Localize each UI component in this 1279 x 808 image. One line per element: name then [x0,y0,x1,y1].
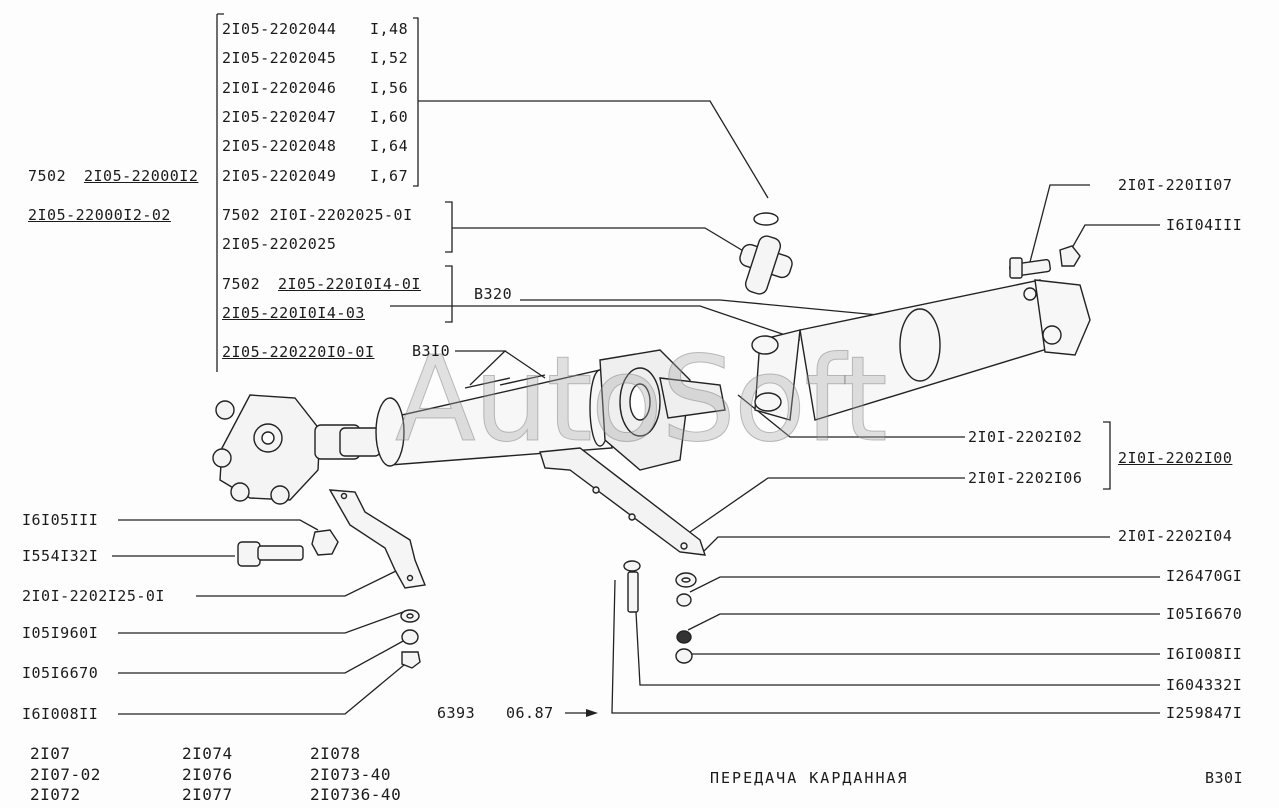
group1-line2: 2I05-2202025 [222,235,337,253]
label-I26470GI: I26470GI [1166,567,1243,585]
label-I604332I: I604332I [1166,676,1243,694]
label-2I0I-2202I04: 2I0I-2202I04 [1118,527,1233,545]
size-row-2-value: I,52 [370,49,409,67]
model-2-2: 2I076 [182,765,233,784]
label-I6I008II-left: I6I008II [22,705,99,723]
size-row-5-value: I,64 [370,137,409,155]
label-I554I32I: I554I32I [22,547,99,565]
watermark: AutoSoft [395,330,889,469]
group1-line1: 7502 2I0I-2202025-0I [222,206,413,224]
model-3-3: 2I0736-40 [310,785,402,804]
drawing-code: 6393 [437,704,476,722]
group2-prefix: 7502 [222,275,261,293]
model-3-1: 2I078 [310,744,361,763]
model-2-1: 2I074 [182,744,233,763]
label-I6I05III: I6I05III [22,511,99,529]
size-row-3-part: 2I0I-2202046 [222,79,337,97]
group3-line1: 2I05-220220I0-0I [222,343,375,361]
label-2I0I-220II07: 2I0I-220II07 [1118,176,1233,194]
model-3-2: 2I073-40 [310,765,392,784]
assembly-code-alt: 2I05-22000I2-02 [28,206,171,224]
model-1-1: 2I07 [30,744,71,763]
size-row-1-value: I,48 [370,20,409,38]
size-row-6-part: 2I05-2202049 [222,167,337,185]
label-2I0I-2202I25-0I: 2I0I-2202I25-0I [22,587,165,605]
size-row-1-part: 2I05-2202044 [222,20,337,38]
label-I6I04III: I6I04III [1166,216,1243,234]
size-row-4-value: I,60 [370,108,409,126]
assembly-prefix: 7502 [28,167,67,185]
label-I05I6670-right: I05I6670 [1166,605,1243,623]
size-row-4-part: 2I05-2202047 [222,108,337,126]
label-2I0I-2202I00: 2I0I-2202I00 [1118,449,1233,467]
label-I6I008II-right: I6I008II [1166,645,1243,663]
label-2I0I-2202I06: 2I0I-2202I06 [968,469,1083,487]
size-row-5-part: 2I05-2202048 [222,137,337,155]
assembly-code: 2I05-22000I2 [84,167,199,185]
model-1-2: 2I07-02 [30,765,101,784]
label-I05I960I: I05I960I [22,624,99,642]
model-2-3: 2I077 [182,785,233,804]
size-row-2-part: 2I05-2202045 [222,49,337,67]
group2-line2: 2I05-220I0I4-03 [222,304,365,322]
label-I05I6670-left: I05I6670 [22,664,99,682]
diagram-title: ПЕРЕДАЧА КАРДАННАЯ [710,769,909,787]
label-2I0I-2202I02: 2I0I-2202I02 [968,428,1083,446]
b320-label: B320 [474,285,513,303]
label-I259847I: I259847I [1166,704,1243,722]
size-row-6-value: I,67 [370,167,409,185]
drawing-date: 06.87 [506,704,554,722]
model-1-3: 2I072 [30,785,81,804]
size-row-3-value: I,56 [370,79,409,97]
group2-line1: 2I05-220I0I4-0I [278,275,421,293]
page-reference: B30I [1205,769,1244,787]
b310-label: B3I0 [412,342,451,360]
